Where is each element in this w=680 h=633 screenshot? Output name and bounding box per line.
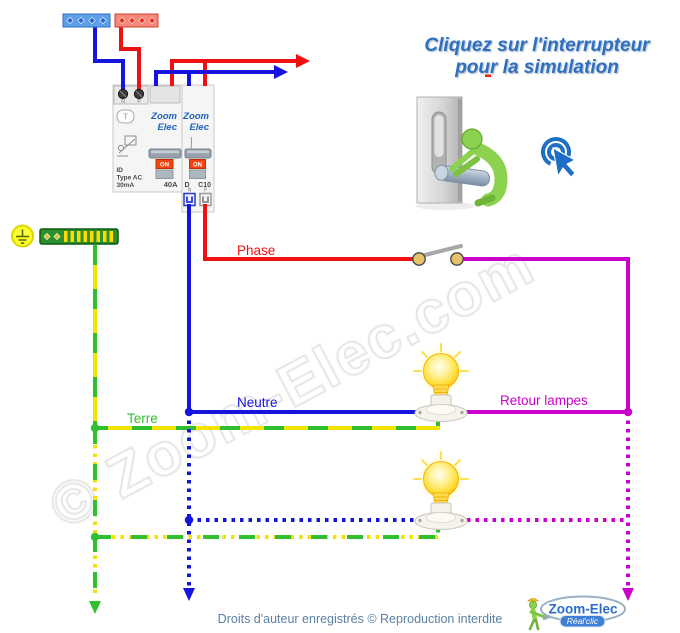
brand-label: Elec (157, 122, 177, 133)
figure-pushing-switch (449, 128, 508, 207)
brand-label: Elec (189, 122, 209, 133)
circuit-switch[interactable] (412, 244, 464, 266)
logo-mascot (527, 598, 547, 631)
neutral-bridge-wire (154, 70, 274, 86)
lamp-base-screw (418, 410, 422, 415)
lamp-return-wire (447, 257, 630, 414)
copyright-text: Droits d'auteur enregistrés © Reproducti… (218, 612, 503, 626)
terminal-n-label: N (121, 99, 125, 105)
on-switch[interactable] (189, 159, 206, 169)
brand-label: Zoom (150, 111, 177, 122)
earth-ground-icon (11, 224, 34, 248)
terminal-p-label: P (137, 99, 141, 105)
earth-junction-1 (90, 423, 100, 433)
circuit-breaker[interactable]: Zoom Elec ON D C10 N P (181, 84, 215, 213)
phase-supply-busbar (114, 13, 159, 28)
neutral-label: Neutre (237, 395, 278, 410)
on-switch-label: ON (193, 163, 202, 169)
device-rating-label: C10 (198, 182, 211, 189)
terminal-p-label: P (204, 188, 208, 194)
page-title-line1: Cliquez sur l'interrupteur (424, 35, 651, 56)
lamp-2 (413, 451, 469, 530)
logo-tagline-pill (559, 615, 606, 628)
earth-junction-2 (90, 532, 100, 542)
logo-brand-text: Zoom-Elec (548, 602, 618, 617)
phase-supply-wire (119, 27, 141, 92)
differential-symbol-icon (117, 135, 137, 157)
switch-lower-block (189, 169, 206, 179)
terminal-p-clip (202, 196, 209, 203)
device-rating-label: 40A (164, 180, 178, 189)
lamp-base-screw (460, 518, 464, 523)
phase-label: Phase (237, 243, 275, 258)
lamp-rays (413, 343, 469, 372)
title-red-mark (485, 74, 491, 77)
lamp-base-inner (425, 512, 457, 523)
earth-label: Terre (127, 411, 158, 426)
click-cursor-icon (541, 137, 577, 178)
phase-wire (203, 204, 417, 261)
zoom-elec-logo: Zoom-Elec Réal'clic (527, 595, 626, 631)
lamp-return-down-arrow (622, 588, 634, 601)
neutral-supply-busbar (62, 13, 111, 28)
device-type-label: Type AC (117, 175, 143, 182)
test-button[interactable] (116, 109, 135, 124)
phase-out-arrow (296, 54, 310, 68)
neutral-out-arrow (274, 65, 288, 79)
din-rail-devices: T Zoom Elec ON ID Type AC 30mA 40A Zoom (112, 84, 215, 213)
device-id-label: ID (117, 167, 124, 174)
lamp-base-inner (425, 404, 457, 415)
neutral-junction-1 (184, 407, 194, 417)
lamp-rays (413, 451, 469, 480)
lamp-base-screw (460, 410, 464, 415)
switch-lower-block (155, 169, 174, 179)
on-switch[interactable] (155, 159, 174, 169)
earth-busbar (39, 228, 119, 245)
bulb-glass (423, 461, 459, 497)
curve-label: D (185, 182, 190, 189)
lamp-1 (413, 343, 469, 422)
on-switch-label: ON (160, 163, 169, 169)
bulb-neck (432, 384, 450, 397)
top-terminal-screws: N P (117, 88, 145, 105)
page-title-line2: pour la simulation (454, 57, 619, 78)
toggle-highlight (187, 150, 209, 154)
lamp-base-screw (418, 518, 422, 523)
phase-bridge-wire (170, 59, 296, 86)
lamp-return-junction (623, 407, 633, 417)
watermark-text: © Zoom-Elec.com (39, 230, 545, 542)
lamp-return-label: Retour lampes (500, 393, 588, 408)
toggle-bar[interactable] (148, 148, 182, 159)
terminal-p[interactable] (199, 192, 212, 207)
logo-tagline-text: Réal'clic (567, 616, 599, 626)
neutral-junction-2 (184, 515, 194, 525)
terminal-n[interactable] (183, 192, 196, 207)
earth-down-arrow (89, 601, 101, 614)
bulb-thread (434, 388, 448, 393)
brand-label: Zoom (182, 111, 209, 122)
test-button-label: T (123, 113, 128, 122)
device-sensitivity-label: 30mA (117, 182, 135, 189)
wall-switch-with-figure-icon[interactable] (415, 96, 508, 210)
bulb-glass (423, 353, 459, 389)
toggle-highlight (151, 150, 179, 154)
terminal-n-label: N (188, 188, 192, 194)
neutral-down-arrow (183, 588, 195, 601)
terminal-n-clip (186, 196, 193, 203)
bulb-thread (434, 496, 448, 501)
toggle-bar[interactable] (184, 148, 212, 159)
bulb-neck (432, 492, 450, 505)
neutral-supply-wire (93, 27, 125, 92)
